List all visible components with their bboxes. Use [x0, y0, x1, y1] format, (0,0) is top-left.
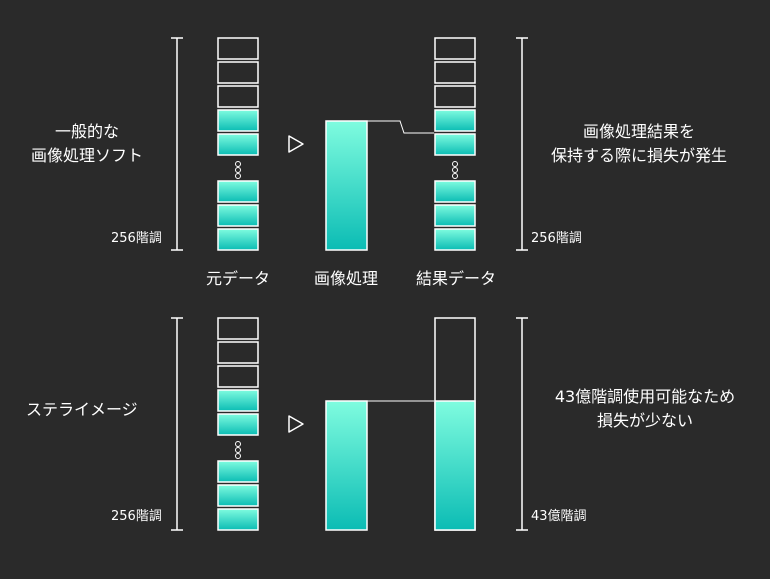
caption-result-data: 結果データ: [415, 269, 497, 288]
top-result-column-cell-8: [434, 228, 476, 251]
bottom-arrow-icon: [288, 415, 304, 433]
top-source-column-cell-1: [217, 37, 259, 60]
top-result-column-cell-1: [434, 37, 476, 60]
top-connector-line: [367, 120, 434, 134]
top-source-column-cell-3: [217, 85, 259, 108]
bottom-source-column-cell-6: [217, 460, 259, 483]
top-source-column-ellipsis-dot-2: [235, 167, 241, 173]
top-source-column-cell-2: [217, 61, 259, 84]
top-left-level: 256階調: [111, 231, 162, 246]
caption-source-data: 元データ: [205, 269, 271, 288]
bottom-left-level: 256階調: [111, 509, 162, 524]
top-source-column-cell-6: [217, 180, 259, 203]
bottom-right-label: 43億階調使用可能なため 損失が少ない: [555, 385, 735, 433]
top-source-column-cell-4: [217, 109, 259, 132]
bottom-source-column-cell-4: [217, 389, 259, 412]
top-result-column-cell-5: [434, 133, 476, 156]
top-source-column-ellipsis-dot-3: [235, 173, 241, 179]
top-right-level: 256階調: [531, 231, 582, 246]
top-source-column-cell-8: [217, 228, 259, 251]
bottom-source-column-cell-1: [217, 317, 259, 340]
bottom-source-column-ellipsis-dot-2: [235, 447, 241, 453]
top-result-column-cell-3: [434, 85, 476, 108]
top-source-column-cell-5: [217, 133, 259, 156]
bottom-source-column-cell-7: [217, 484, 259, 507]
bottom-right-label-line-1: 43億階調使用可能なため: [554, 387, 736, 406]
top-result-column-ellipsis-dot-2: [452, 167, 458, 173]
diagram-shapes: [171, 37, 528, 531]
bottom-source-column-ellipsis-dot-1: [235, 441, 241, 447]
top-right-label: 画像処理結果を 保持する際に損失が発生: [551, 120, 727, 168]
bottom-result-fill: [434, 400, 476, 531]
top-left-label: 一般的な 画像処理ソフト: [31, 120, 143, 168]
top-right-label-line-1: 画像処理結果を: [582, 122, 696, 141]
bottom-source-column-ellipsis-dot-3: [235, 453, 241, 459]
top-left-label-line-1: 一般的な: [54, 122, 120, 141]
top-result-column-ellipsis-dot-3: [452, 173, 458, 179]
top-result-column-ellipsis-dot-1: [452, 161, 458, 167]
bottom-source-column-cell-8: [217, 508, 259, 531]
top-result-column-cell-2: [434, 61, 476, 84]
bottom-source-column-cell-2: [217, 341, 259, 364]
bottom-process-bar: [325, 400, 368, 531]
top-result-column-cell-7: [434, 204, 476, 227]
top-right-label-line-2: 保持する際に損失が発生: [550, 146, 728, 165]
bottom-right-label-line-2: 損失が少ない: [596, 411, 693, 430]
top-result-column-cell-6: [434, 180, 476, 203]
bottom-source-column-cell-5: [217, 413, 259, 436]
top-process-bar: [325, 120, 368, 251]
bottom-left-label: ステライメージ: [26, 400, 138, 419]
top-source-column-ellipsis-dot-1: [235, 161, 241, 167]
top-result-column-cell-4: [434, 109, 476, 132]
top-left-label-line-2: 画像処理ソフト: [30, 146, 144, 165]
bottom-right-level: 43億階調: [531, 509, 587, 524]
top-source-column-cell-7: [217, 204, 259, 227]
caption-image-processing: 画像処理: [313, 269, 379, 288]
bottom-source-column-cell-3: [217, 365, 259, 388]
top-arrow-icon: [288, 135, 304, 153]
